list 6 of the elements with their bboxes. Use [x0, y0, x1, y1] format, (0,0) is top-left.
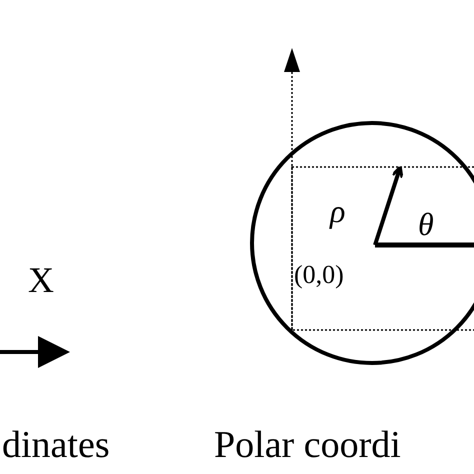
origin-label: (0,0): [294, 262, 344, 288]
radius-label: ρ: [330, 195, 346, 227]
angle-label: θ: [418, 208, 434, 240]
caption-text: dinates: [2, 426, 110, 464]
axis-label: X: [28, 262, 54, 298]
caption-text: Polar coordi: [214, 426, 401, 464]
